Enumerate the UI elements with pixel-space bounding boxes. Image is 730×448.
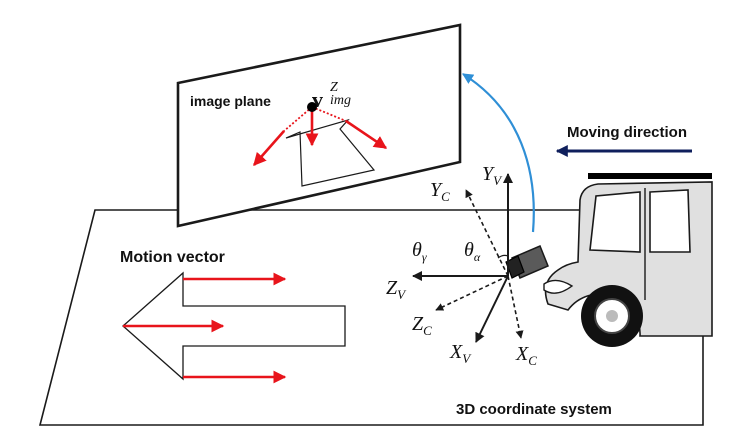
label-yc: YC bbox=[430, 179, 450, 204]
car bbox=[543, 173, 713, 347]
theta-alpha-arc bbox=[497, 254, 509, 259]
camera bbox=[505, 245, 549, 279]
vector-label: v bbox=[312, 87, 323, 112]
axis-zc bbox=[435, 275, 509, 311]
projected-vector-right bbox=[345, 119, 388, 150]
label-theta-alpha: θα bbox=[464, 239, 481, 264]
vector-label-sup: Z bbox=[330, 80, 338, 95]
vanishing-point bbox=[307, 102, 317, 112]
projection-curve bbox=[462, 73, 535, 233]
car-window-front bbox=[589, 191, 641, 253]
axis-yc bbox=[465, 189, 509, 277]
axis-xc bbox=[507, 275, 524, 339]
image-plane-label: image plane bbox=[190, 93, 271, 109]
label-yv: YV bbox=[482, 163, 503, 188]
label-theta-gamma: θγ bbox=[412, 239, 427, 264]
car-headlight bbox=[543, 279, 574, 294]
image-plane bbox=[176, 23, 462, 228]
label-zc: ZC bbox=[412, 313, 432, 338]
car-roof-rack bbox=[588, 173, 712, 179]
camera-lens bbox=[505, 255, 525, 279]
label-zv: ZV bbox=[386, 277, 407, 302]
label-xc: XC bbox=[515, 343, 537, 368]
label-xv: XV bbox=[449, 341, 472, 366]
vector-label-sub: img bbox=[330, 93, 351, 108]
car-window-rear bbox=[649, 189, 691, 253]
car-wheel-hub bbox=[606, 310, 618, 322]
motion-vector-label: Motion vector bbox=[120, 249, 225, 266]
axis-xv bbox=[475, 275, 509, 343]
moving-direction-label: Moving direction bbox=[567, 124, 687, 141]
projected-vector-left bbox=[253, 130, 285, 166]
coordinate-system-label: 3D coordinate system bbox=[456, 401, 612, 418]
vector-label-base: v bbox=[312, 87, 323, 112]
